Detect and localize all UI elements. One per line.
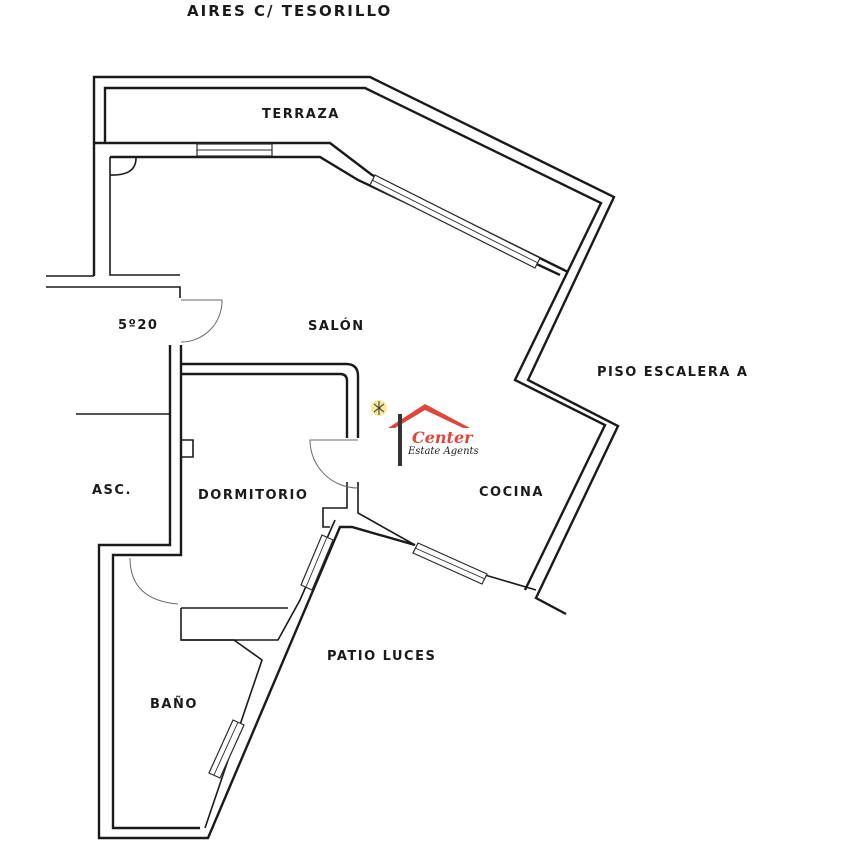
brand-tagline: Estate Agents	[408, 446, 479, 457]
room-label-salon: SALÓN	[308, 319, 365, 334]
room-label-dormitorio: DORMITORIO	[198, 488, 309, 503]
light-well-label: PATIO LUCES	[327, 649, 437, 664]
room-label-bano: BAÑO	[150, 697, 198, 712]
west-walls	[46, 157, 416, 840]
street-label: AIRES C/ TESORILLO	[187, 2, 393, 20]
room-label-terraza: TERRAZA	[262, 107, 340, 122]
room-label-cocina: COCINA	[479, 485, 544, 500]
unit-label: 5º20	[118, 318, 159, 333]
brand-name: Center	[412, 428, 473, 447]
windows	[196, 143, 541, 779]
house-logo-icon	[371, 400, 470, 466]
neighbor-label: PISO ESCALERA A	[597, 365, 749, 380]
dormitorio-walls	[180, 362, 537, 829]
doors	[129, 299, 359, 605]
outer-walls	[92, 75, 620, 616]
elevator-label: ASC.	[92, 483, 132, 498]
